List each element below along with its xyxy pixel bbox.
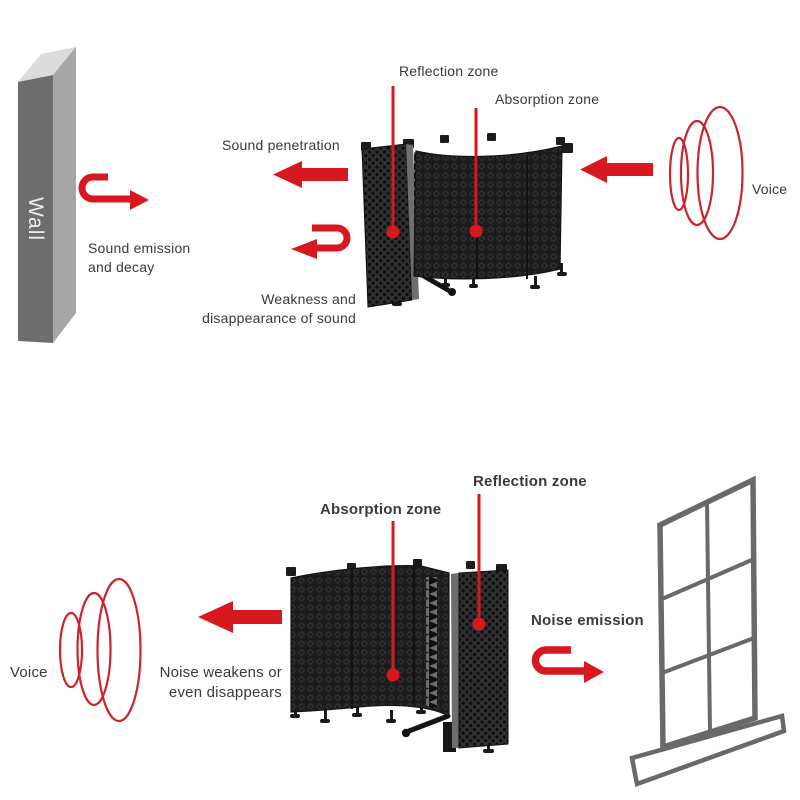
wall-block: [18, 47, 76, 343]
shield-bottom-foam: [290, 565, 450, 717]
weakness-label: Weakness and disappearance of sound: [202, 290, 356, 327]
noise-weakens-arrow: [198, 601, 282, 633]
u-turn-arrow-wall: [78, 173, 149, 210]
shield-top-perforated-panel: [361, 143, 413, 308]
voice-label-top: Voice: [752, 181, 788, 197]
reflection-zone-label-bottom: Reflection zone: [473, 473, 587, 490]
voice-arrow-top: [580, 156, 653, 183]
window-frame: [629, 475, 787, 788]
voice-waves-top: [668, 105, 744, 241]
voice-label-bottom: Voice: [10, 664, 48, 681]
u-turn-arrow-weakness: [291, 224, 351, 259]
sound-penetration-arrow: [273, 161, 348, 188]
wall-label: Wall: [24, 196, 47, 242]
sound-penetration-label: Sound penetration: [222, 137, 340, 153]
window-sill: [629, 713, 787, 788]
noise-weakens-label: Noise weakens or even disappears: [160, 663, 282, 702]
shield-bottom-panel-seams: [351, 566, 415, 709]
shield-top-feet: [392, 263, 567, 306]
sound-emission-line1: Sound emission: [88, 240, 191, 256]
shield-bottom-panel-edge: [451, 573, 459, 748]
absorption-pointer-bottom: [386, 521, 400, 682]
voice-waves-bottom: [58, 577, 142, 723]
weakness-line1: Weakness and: [261, 291, 356, 307]
shield-top-foam: [413, 145, 563, 280]
shield-top: [361, 133, 573, 308]
sound-emission-label: Sound emission and decay: [88, 239, 190, 276]
absorption-zone-label-bottom: Absorption zone: [320, 501, 442, 518]
reflection-pointer-top: [386, 86, 400, 239]
sound-emission-line2: and decay: [88, 258, 155, 275]
absorption-pointer-top: [469, 108, 483, 238]
shield-bottom-mount: [401, 713, 456, 752]
noise-emission-arrow: [531, 646, 604, 683]
noise-emission-label: Noise emission: [531, 612, 644, 629]
absorption-zone-label-top: Absorption zone: [495, 91, 600, 107]
noise-weakens-line2: even disappears: [168, 683, 282, 701]
shield-bottom-foam-profile: [426, 577, 437, 707]
weakness-line2: disappearance of sound: [202, 309, 356, 326]
reflection-zone-label-top: Reflection zone: [399, 63, 499, 79]
shield-bottom: [286, 559, 509, 753]
reflection-pointer-bottom: [472, 494, 486, 631]
shield-bottom-perforated-panel: [458, 569, 509, 749]
noise-weakens-line1: Noise weakens or: [159, 664, 282, 681]
